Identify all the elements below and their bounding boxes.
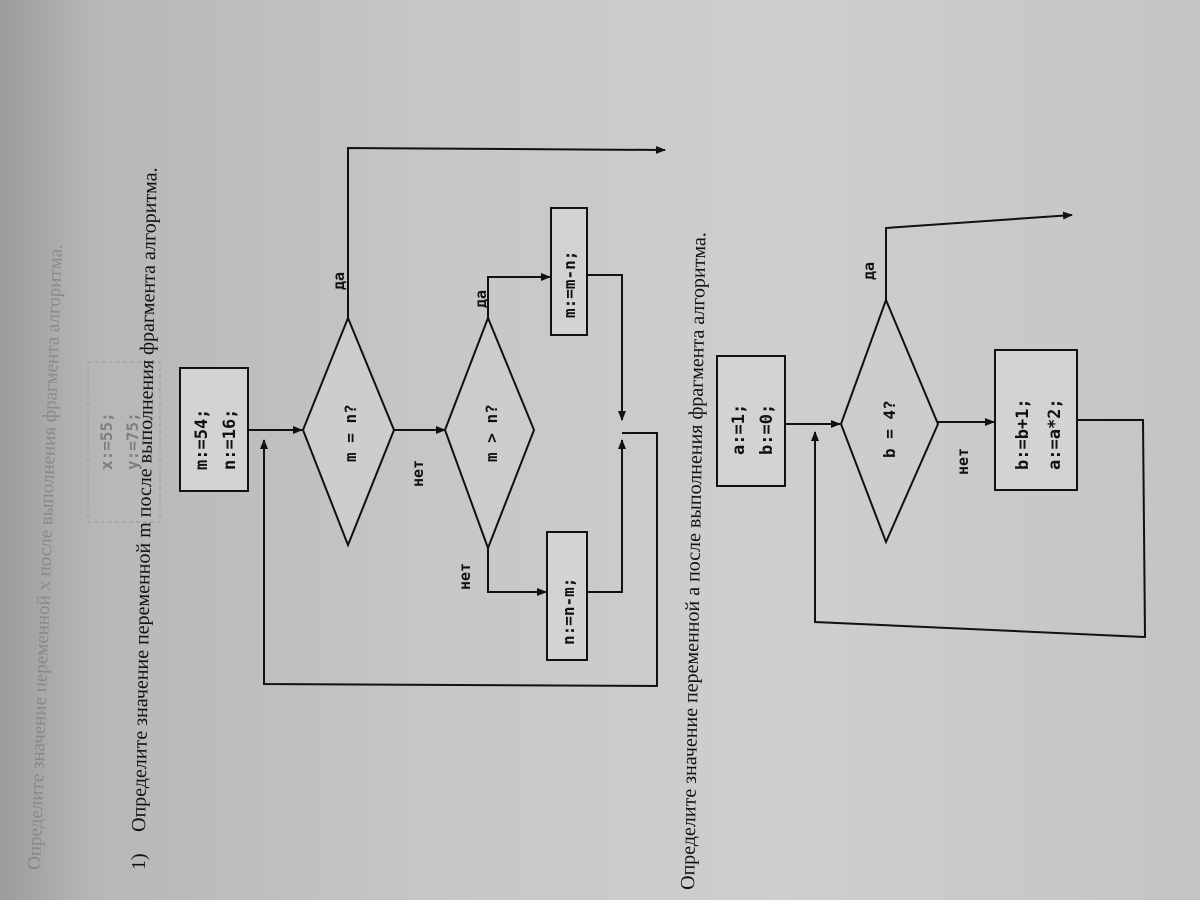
task2-no-label: нет — [954, 448, 972, 475]
cond2-yes-label: да — [472, 290, 490, 308]
task2-question: Определите значение переменной a после в… — [677, 232, 710, 890]
action-no-label: n:=n-m; — [559, 578, 578, 645]
task1-number: 1) — [128, 853, 150, 870]
task2-loop-back-line — [811, 419, 1147, 639]
arrow-cond1-yes-exit — [347, 145, 666, 318]
task2-body-b: b:=b+1; — [1013, 398, 1033, 470]
task2-body-block — [994, 349, 1078, 491]
loop-back-line — [260, 432, 658, 688]
cond2-label: m > n? — [482, 404, 501, 462]
ghost-question: Определите значение переменной x после в… — [24, 244, 67, 870]
ghost-box — [87, 361, 161, 523]
cond1-no-label: нет — [409, 460, 427, 487]
task2-cond-label: b = 4? — [880, 400, 899, 458]
task1-init-m: m:=54; — [192, 409, 212, 470]
task2-init-block — [716, 355, 786, 487]
ghost-x-assign: x:=55; — [97, 412, 116, 470]
task2-decision-b-eq-4 — [839, 297, 940, 545]
task1-init-block — [179, 367, 249, 492]
task1-question: Определите значение переменной m после в… — [128, 167, 162, 832]
task1-action-n-minus-m — [546, 531, 588, 661]
ghost-question-line: Определите значение переменной x после в… — [24, 244, 67, 870]
task1-action-m-minus-n — [550, 207, 588, 336]
merge-from-no — [587, 439, 626, 593]
cond1-label: m = n? — [341, 404, 360, 462]
cond1-yes-label: да — [330, 272, 348, 290]
task1-init-n: n:=16; — [220, 409, 240, 470]
task1-decision-m-gt-n — [443, 315, 536, 551]
cond2-no-label: нет — [456, 563, 474, 590]
action-yes-label: m:=m-n; — [560, 251, 579, 318]
arrow-cond2-yes — [487, 273, 551, 318]
task2-init-b: b:=0; — [757, 404, 777, 455]
task2-yes-label: да — [860, 262, 878, 280]
task2-init-a: a:=1; — [729, 404, 749, 455]
merge-from-yes — [587, 274, 626, 421]
arrow-task2-yes-exit — [885, 211, 1073, 300]
ghost-y-assign: y:=75; — [123, 412, 142, 470]
arrow-cond2-no — [487, 548, 547, 596]
task2-body-a: a:=a*2; — [1045, 398, 1065, 470]
